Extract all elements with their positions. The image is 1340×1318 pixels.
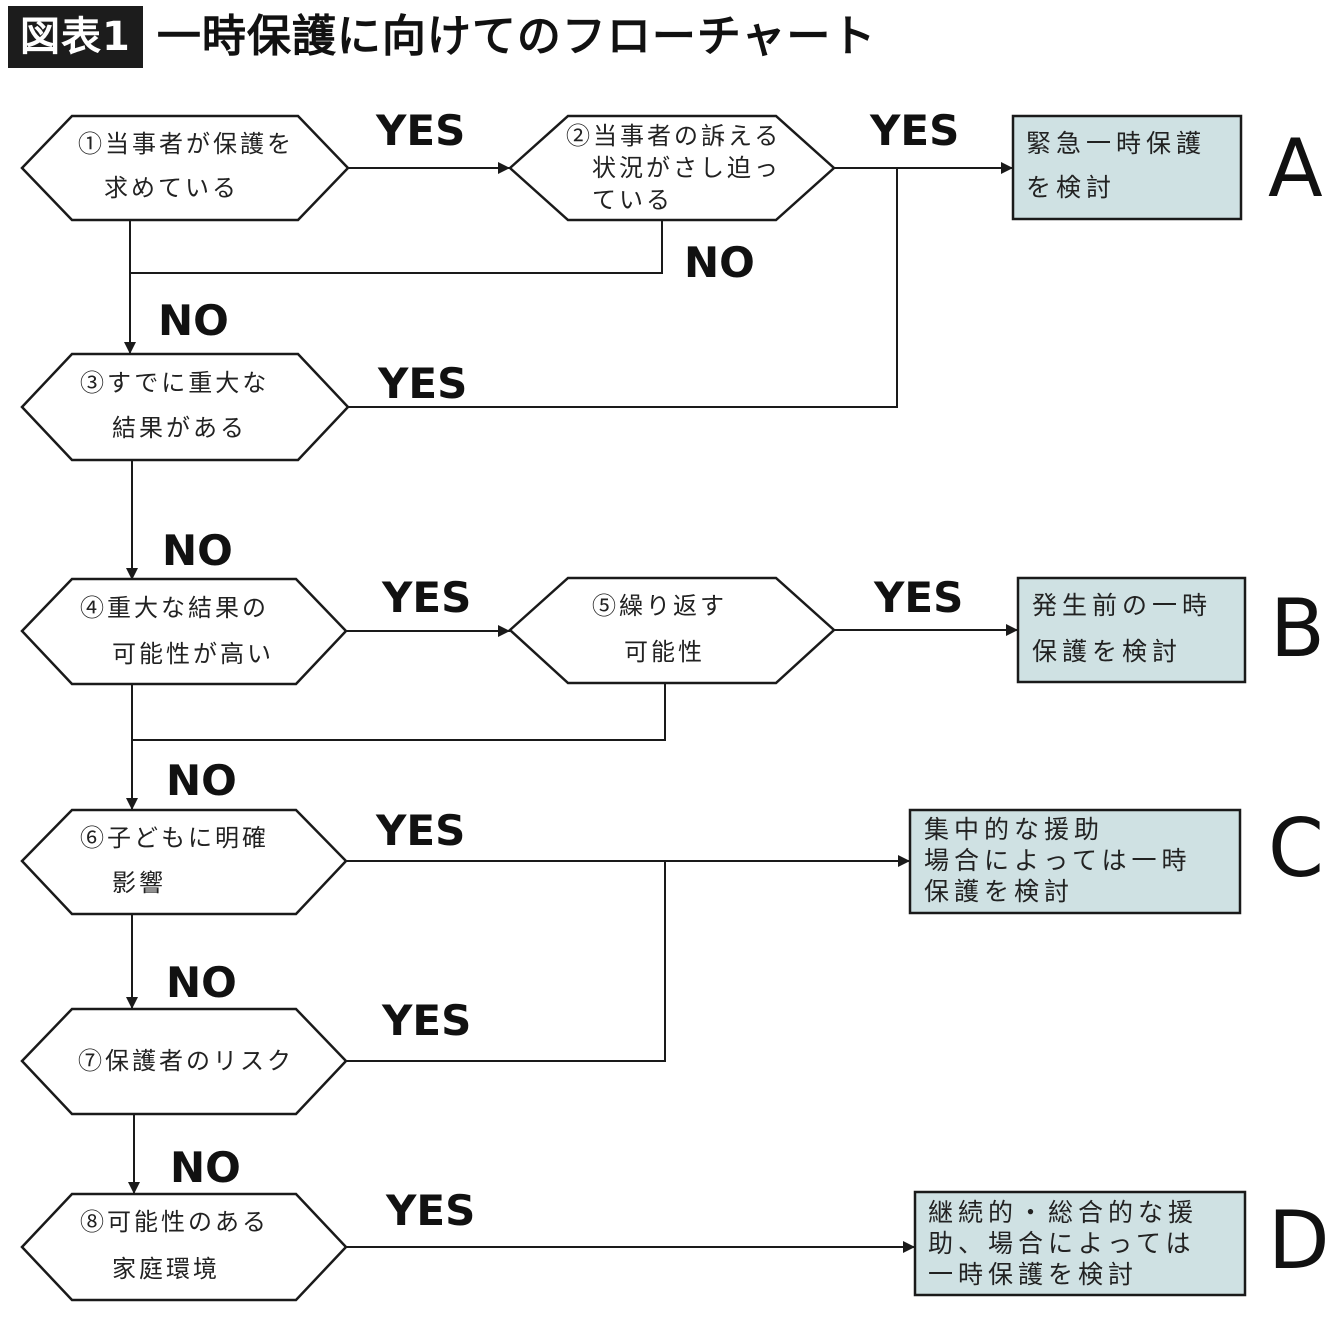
connectors <box>124 162 1018 1253</box>
outcome-c-letter: C <box>1268 802 1324 895</box>
figure-title-text: 一時保護に向けてのフローチャート <box>156 11 877 62</box>
decision-8-shape <box>20 1192 348 1302</box>
decision-1-line-1: ①当事者が保護を <box>78 130 294 158</box>
label-n6-yes: YES <box>375 806 465 855</box>
outcome-b-line-2: 保護を検討 <box>1032 637 1182 666</box>
outcome-d-line-2: 助、場合によっては <box>928 1229 1196 1258</box>
edge-n2-no <box>130 220 663 274</box>
decision-8-line-2: 家庭環境 <box>112 1255 220 1283</box>
decision-2-line-3: ている <box>592 186 673 214</box>
decision-4-text: ④重大な結果の 可能性が高い <box>80 594 280 668</box>
outcome-a-line-2: を検討 <box>1026 173 1116 202</box>
outcome-c-line-2: 場合によっては一時 <box>924 846 1192 875</box>
decision-5-text: ⑤繰り返す 可能性 <box>592 592 738 666</box>
label-n3-yes: YES <box>377 359 467 408</box>
decision-4-line-2: 可能性が高い <box>112 640 274 668</box>
label-n3-no: NO <box>162 526 233 575</box>
outcome-a-text: 緊急一時保護 を検討 <box>1026 129 1219 202</box>
decision-2-line-2: 状況がさし迫っ <box>592 154 781 182</box>
decision-1-text: ①当事者が保護を 求めている <box>78 130 305 202</box>
decision-3-shape <box>20 352 350 462</box>
outcome-b-letter: B <box>1270 582 1325 675</box>
label-n7-yes: YES <box>381 996 471 1045</box>
label-n1-no: NO <box>158 296 229 345</box>
decision-6-shape <box>20 808 348 916</box>
decision-1-line-2: 求めている <box>104 174 239 202</box>
edge-n5-no <box>132 683 666 741</box>
outcome-d-line-3: 一時保護を検討 <box>928 1260 1138 1289</box>
outcome-c-box <box>908 808 1242 915</box>
outcome-a-box <box>1011 114 1243 221</box>
label-n5-yes: YES <box>873 573 963 622</box>
label-n4-yes: YES <box>381 573 471 622</box>
decision-2-line-1: ②当事者の訴える <box>566 122 781 150</box>
decision-4-line-1: ④重大な結果の <box>80 594 269 622</box>
label-n2-no: NO <box>684 238 755 287</box>
edge-n3-yes <box>348 168 898 408</box>
label-n2-yes: YES <box>869 106 959 155</box>
outcome-c-line-3: 保護を検討 <box>924 877 1074 906</box>
label-n7-no: NO <box>170 1143 241 1192</box>
outcome-d-text: 継続的・総合的な援 助、場合によっては 一時保護を検討 <box>928 1198 1211 1289</box>
decision-4-shape <box>20 577 348 686</box>
decision-7-line-1: ⑦保護者のリスク <box>78 1047 294 1075</box>
decision-1-shape <box>20 114 350 222</box>
decision-2-text: ②当事者の訴える 状況がさし迫っ ている <box>566 122 792 214</box>
decision-6-line-1: ⑥子どもに明確 <box>80 824 269 852</box>
decision-7-text: ⑦保護者のリスク <box>78 1047 294 1075</box>
outcome-a-letter: A <box>1268 122 1323 215</box>
label-n1-yes: YES <box>375 106 465 155</box>
outcome-d-box <box>913 1190 1247 1297</box>
label-n6-no: NO <box>166 958 237 1007</box>
decision-8-text: ⑧可能性のある 家庭環境 <box>80 1208 280 1283</box>
outcome-b-text: 発生前の一時 保護を検討 <box>1032 591 1225 666</box>
label-n8-yes: YES <box>385 1186 475 1235</box>
decision-3-line-2: 結果がある <box>112 414 247 442</box>
decision-8-line-1: ⑧可能性のある <box>80 1208 269 1236</box>
label-n4-no: NO <box>166 756 237 805</box>
decision-3-text: ③すでに重大な 結果がある <box>80 369 280 442</box>
outcome-b-line-1: 発生前の一時 <box>1032 591 1212 620</box>
decision-2-shape <box>508 114 836 222</box>
outcome-a-line-1: 緊急一時保護 <box>1026 129 1206 158</box>
outcome-d-letter: D <box>1268 1194 1330 1287</box>
outcome-d-line-1: 継続的・総合的な援 <box>928 1198 1198 1227</box>
outcome-c-text: 集中的な援助 場合によっては一時 保護を検討 <box>924 815 1204 906</box>
decision-5-line-2: 可能性 <box>624 638 705 666</box>
decision-5-line-1: ⑤繰り返す <box>592 592 727 620</box>
decision-3-line-1: ③すでに重大な <box>80 369 269 397</box>
edge-n7-yes <box>346 861 666 1062</box>
figure-number-badge: 図表1 <box>8 6 143 68</box>
outcome-c-line-1: 集中的な援助 <box>924 815 1104 844</box>
decision-5-shape <box>508 576 836 685</box>
figure-title: 図表1 一時保護に向けてのフローチャート <box>8 6 876 68</box>
decision-7-shape <box>20 1007 348 1116</box>
outcome-b-box <box>1016 576 1247 684</box>
decision-6-text: ⑥子どもに明確 影響 <box>80 824 280 897</box>
decision-6-line-2: 影響 <box>112 869 166 897</box>
